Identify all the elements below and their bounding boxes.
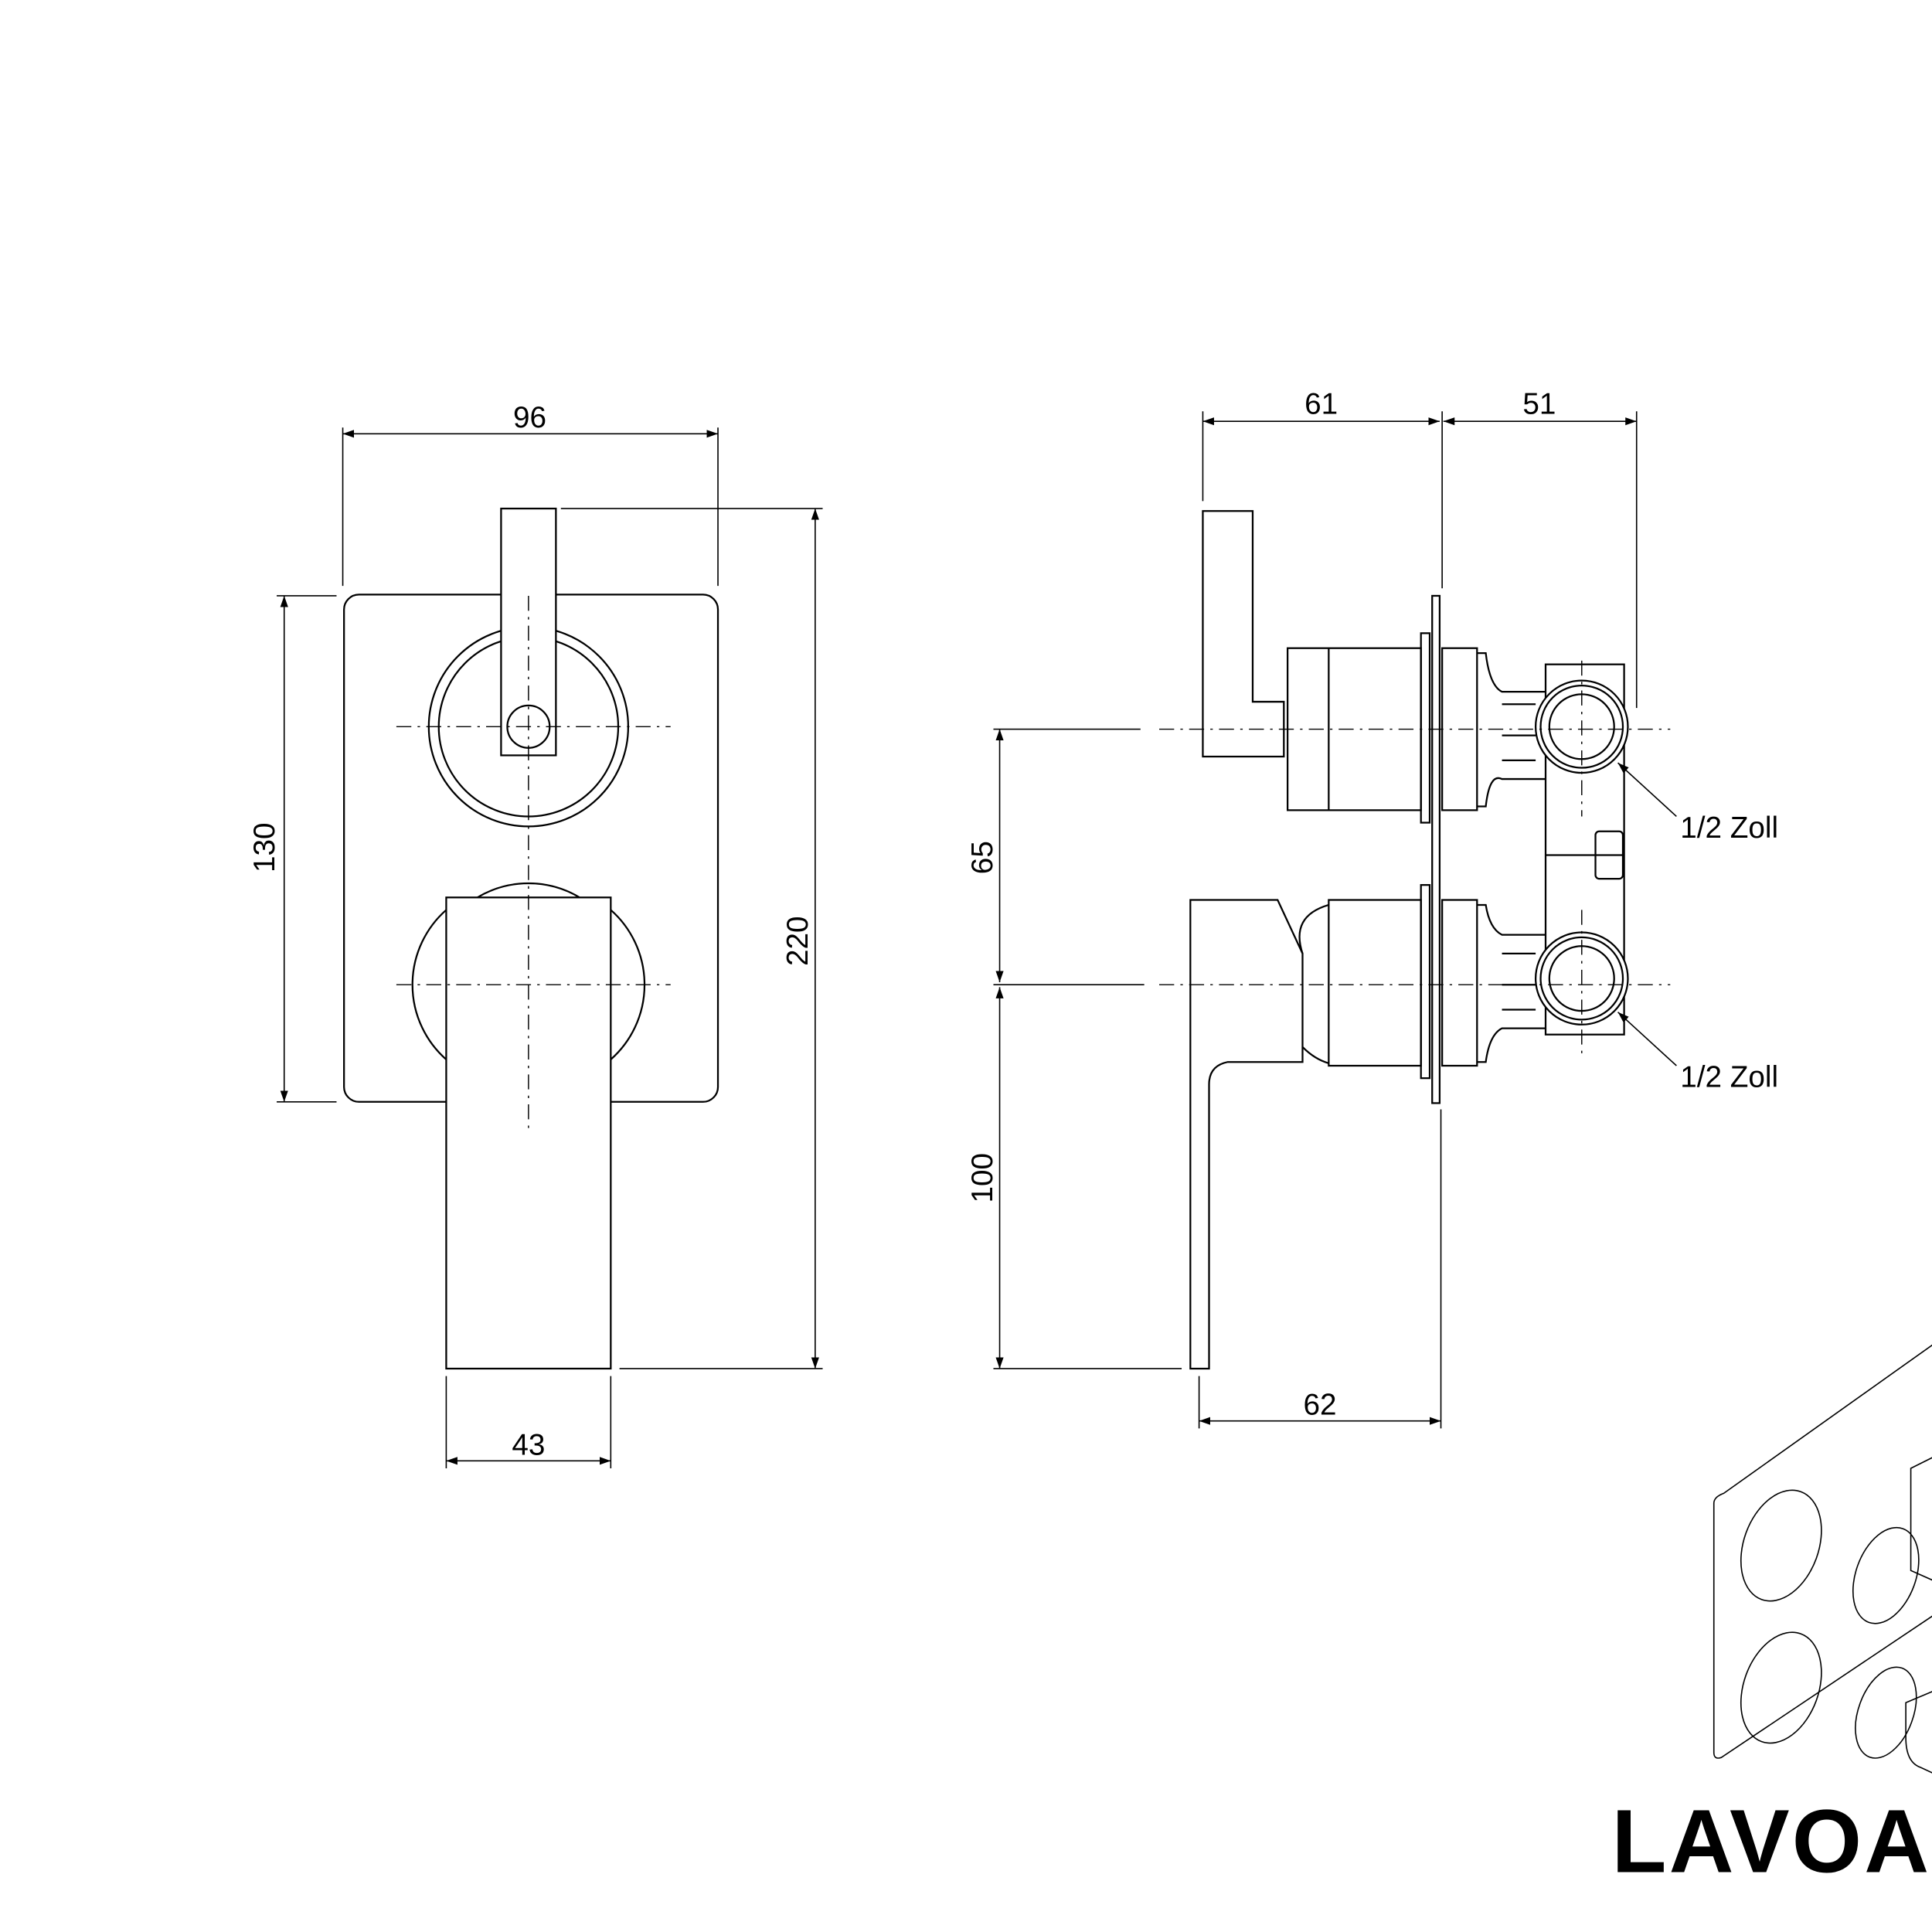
extension-lines-43 — [445, 1376, 612, 1468]
dim-51: 51 — [1522, 387, 1556, 420]
front-view: 96 130 220 43 — [248, 401, 823, 1468]
connection-label-bottom: 1/2 Zoll — [1680, 1060, 1778, 1094]
lower-connector — [1477, 903, 1546, 1063]
lower-flange — [1420, 884, 1431, 1080]
dim-96: 96 — [513, 401, 546, 434]
lower-sleeve — [1440, 899, 1478, 1067]
extension-lines-130 — [277, 595, 337, 1103]
extension-lines-62 — [1198, 1109, 1442, 1429]
dim-43: 43 — [512, 1428, 545, 1461]
body-plug — [1594, 830, 1624, 880]
mixer-handle-side — [1189, 899, 1304, 1370]
diverter-lever-side — [1202, 510, 1285, 758]
upper-flange — [1420, 632, 1431, 824]
connection-label-top: 1/2 Zoll — [1680, 811, 1778, 845]
brand-logo: LAVOA — [1611, 1791, 1931, 1892]
wall-plate-side — [1431, 594, 1441, 1104]
extension-lines-220 — [560, 508, 823, 1369]
dim-100: 100 — [966, 1153, 999, 1203]
extension-lines-61-51 — [1202, 411, 1638, 709]
leader-top — [1617, 762, 1677, 818]
upper-connector — [1477, 652, 1546, 808]
extension-lines-65-100 — [993, 728, 1182, 1369]
handle-neck — [1298, 903, 1329, 1064]
lower-cartridge — [1328, 899, 1422, 1067]
dim-65: 65 — [966, 841, 999, 874]
dim-220: 220 — [781, 916, 815, 966]
extension-lines-96 — [342, 427, 719, 587]
valve-body — [1544, 663, 1625, 1036]
dim-61: 61 — [1304, 387, 1338, 420]
isometric-view — [1713, 1344, 1932, 1774]
leader-bottom — [1617, 1012, 1677, 1066]
dim-130: 130 — [248, 822, 281, 872]
dim-62: 62 — [1304, 1389, 1337, 1422]
side-view: 61 51 65 100 62 1/2 Zoll 1/2 Zoll — [966, 387, 1778, 1429]
